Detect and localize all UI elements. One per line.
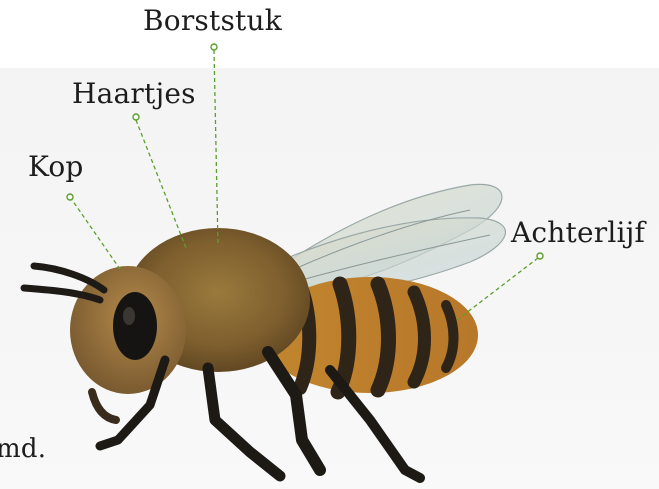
- leader-dot-kop: [67, 194, 73, 200]
- leader-line-borststuk: [214, 50, 218, 245]
- leader-line-haartjes: [136, 120, 186, 248]
- leader-line-achterlijf: [457, 258, 538, 320]
- leader-dot-achterlijf: [537, 253, 543, 259]
- leader-line-kop: [70, 197, 122, 272]
- head: [70, 266, 186, 420]
- leader-dot-haartjes: [133, 114, 139, 120]
- truncated-body-text: md.: [0, 436, 46, 462]
- label-borststuk: Borststuk: [143, 7, 282, 35]
- antennae: [24, 266, 104, 300]
- label-achterlijf: Achterlijf: [511, 219, 645, 247]
- label-haartjes: Haartjes: [72, 80, 196, 108]
- label-kop: Kop: [28, 153, 84, 181]
- leader-dot-borststuk: [211, 44, 217, 50]
